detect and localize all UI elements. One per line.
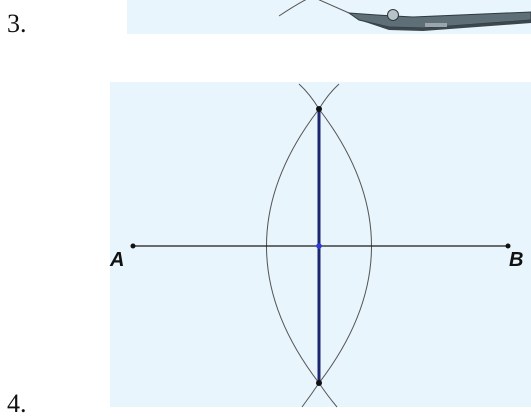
step-3-number: 3. [7,9,27,38]
arc-extension-top-left [298,83,320,110]
point-a [130,243,136,249]
midpoint [316,243,322,249]
point-b-label: B [509,249,524,271]
step-4-drawing [130,83,511,408]
step-3-drawing [278,0,531,31]
step-3-arc-right [318,0,350,14]
point-a-label: A [110,249,125,271]
intersection-bottom [316,380,322,386]
compass-icon [347,9,531,31]
point-b [505,243,511,249]
step-3-diagram-panel [127,0,531,34]
step-4-diagram-panel: A B [110,82,531,408]
intersection-top [316,106,322,112]
arc-extension-top-right [318,83,340,110]
arc-extension-bottom-right [318,382,338,408]
step-4-number: 4. [7,389,27,418]
step-3-arc-left [278,0,307,17]
arc-extension-bottom-left [301,382,320,408]
